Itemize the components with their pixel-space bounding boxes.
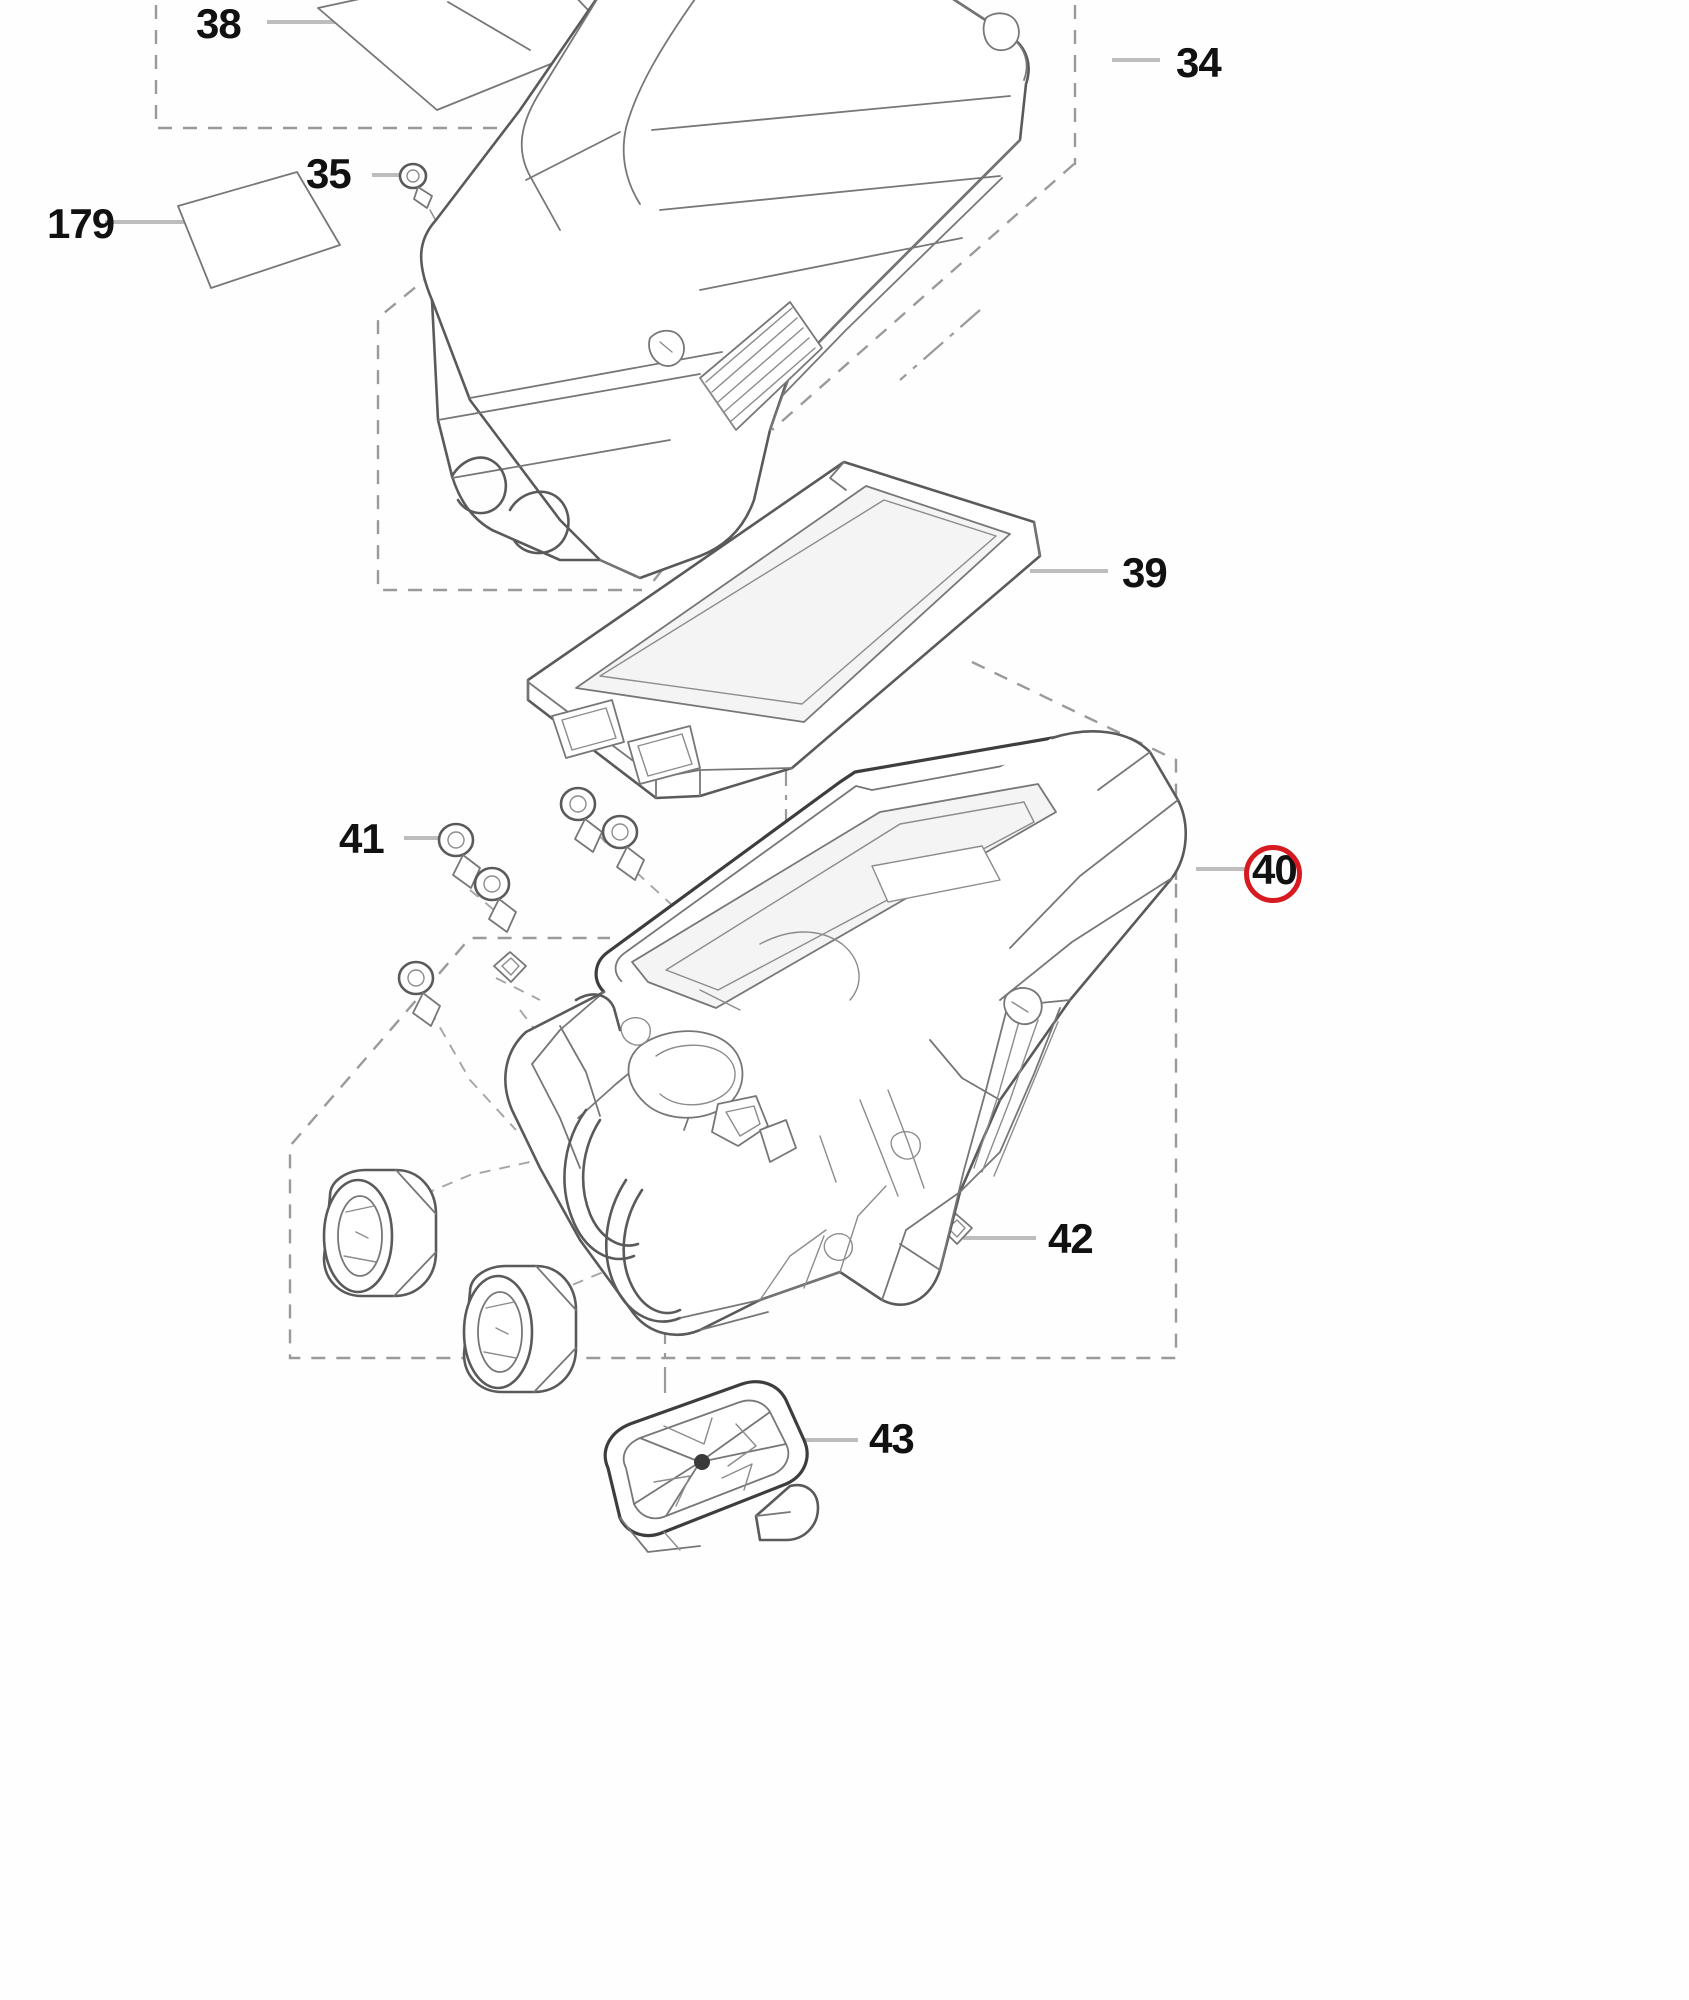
callout-number-38[interactable]: 38 xyxy=(196,0,242,47)
part-34-air-cleaner-cover xyxy=(419,0,1030,580)
part-39-air-filter-element xyxy=(526,460,1042,800)
callout-number-41[interactable]: 41 xyxy=(339,815,385,862)
callout-number-40[interactable]: 40 xyxy=(1252,846,1298,893)
callout-number-39[interactable]: 39 xyxy=(1122,549,1168,596)
part-41-screws xyxy=(397,786,645,1027)
intake-boot-lower xyxy=(462,1264,578,1394)
part-40-air-cleaner-case xyxy=(504,730,1187,1337)
callout-number-179[interactable]: 179 xyxy=(47,200,115,247)
part-179-caution-label xyxy=(177,171,341,289)
callout-number-42[interactable]: 42 xyxy=(1048,1215,1094,1262)
callout-number-34[interactable]: 34 xyxy=(1176,39,1222,86)
callout-number-43[interactable]: 43 xyxy=(869,1415,915,1462)
part-35-screw-clip xyxy=(398,162,453,251)
callout-number-35[interactable]: 35 xyxy=(306,150,352,197)
intake-boot-upper xyxy=(322,1168,438,1298)
part-43-drain-cap-grille xyxy=(603,1380,820,1553)
